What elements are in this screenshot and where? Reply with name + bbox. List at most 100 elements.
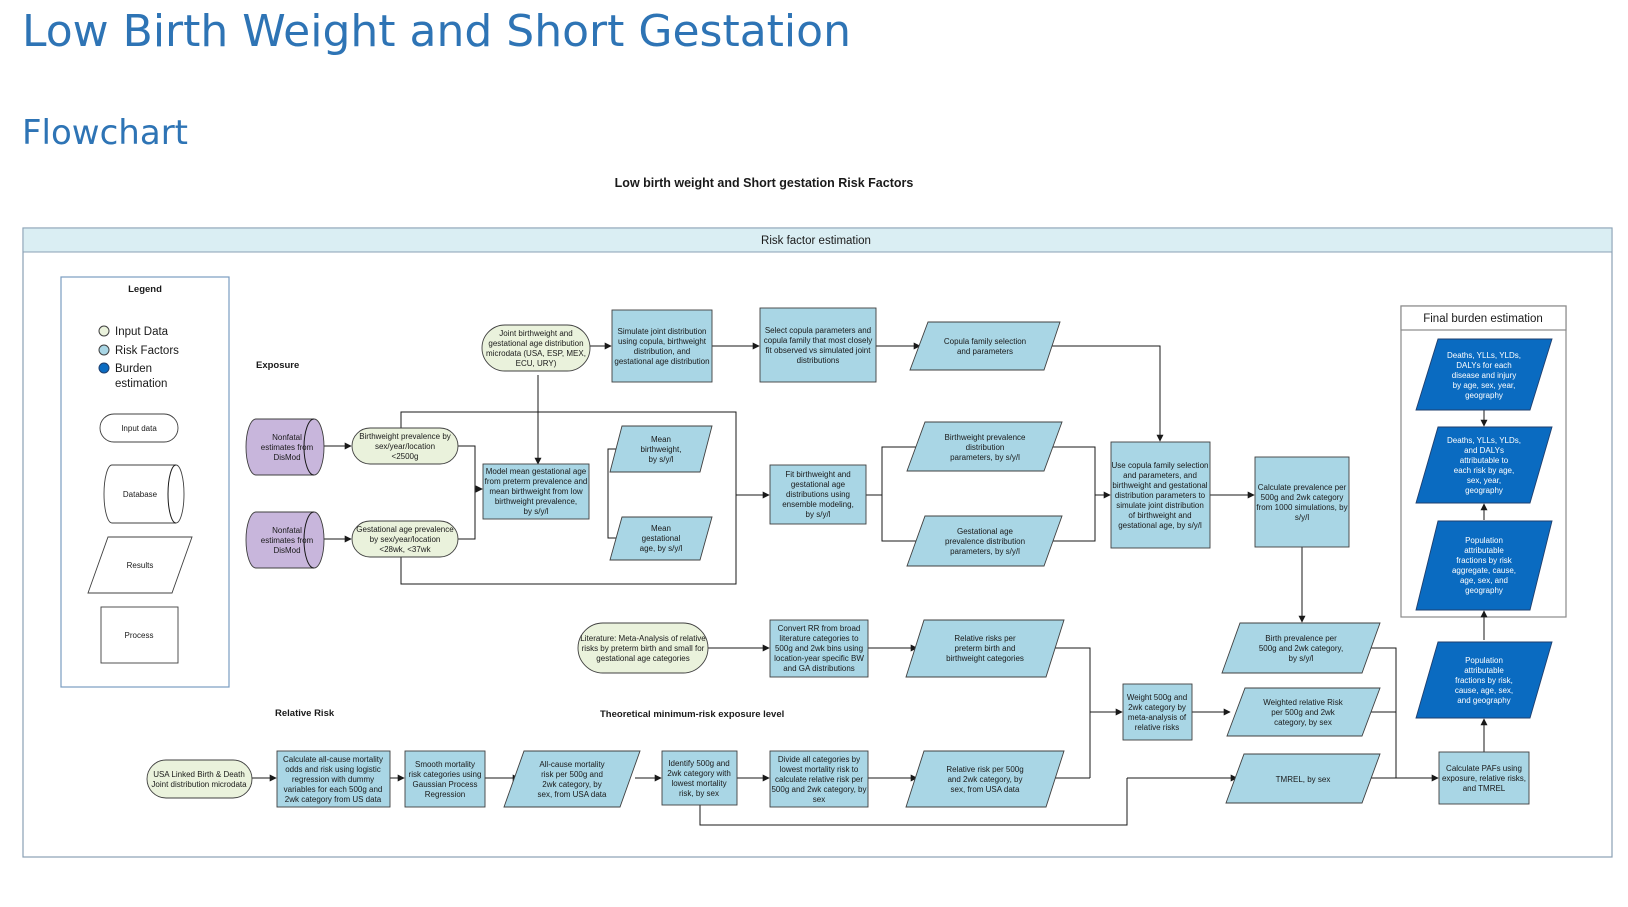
node-label-line: Nonfatal: [272, 526, 302, 535]
node-label-line: copula family that most closely: [764, 336, 873, 345]
node-label-line: parameters, by s/y/l: [950, 453, 1020, 462]
node-label-line: calculate relative risk per: [775, 775, 863, 784]
node-label-line: ensemble modeling,: [782, 500, 854, 509]
node-label-line: 2wk category, by: [542, 780, 601, 789]
legend-shape-input-label: Input data: [121, 424, 157, 433]
node-label-line: risk, by sex: [679, 789, 719, 798]
legend-burden-label-1: Burden: [115, 363, 152, 375]
node-label-line: and parameters, and: [1123, 471, 1197, 480]
node-label-line: Identify 500g and: [668, 759, 729, 768]
node-label-line: Simulate joint distribution: [618, 327, 707, 336]
node-label-line: by s/y/l: [524, 507, 549, 516]
node-label-line: gestational age: [791, 480, 846, 489]
node-label-line: Mean: [651, 524, 671, 533]
node-label-line: Joint distribution microdata: [151, 780, 247, 789]
node-label-line: attributable: [1464, 666, 1504, 675]
node-label-line: Calculate prevalence per: [1258, 483, 1347, 492]
node-label-line: Birth prevalence per: [1265, 634, 1337, 643]
node-label-line: 500g and 2wk category,: [1259, 644, 1343, 653]
node-label-line: Weighted relative Risk: [1263, 698, 1343, 707]
node-label-line: Population: [1465, 656, 1503, 665]
node-label-line: 500g and 2wk bins using: [775, 644, 863, 653]
node-label-line: Deaths, YLLs, YLDs,: [1447, 351, 1521, 360]
legend-input-label: Input Data: [115, 326, 169, 338]
node-label-line: 500g and 2wk category: [1261, 493, 1344, 502]
legend-shape-database-label: Database: [123, 490, 158, 499]
node-label-line: attributable to: [1460, 456, 1509, 465]
node-label-line: attributable: [1464, 546, 1504, 555]
node-label-line: gestational age distribution: [488, 339, 583, 348]
band-header: [22, 227, 1613, 253]
legend: Legend Input Data Risk Factors Burden es…: [60, 276, 230, 688]
legend-shape-results-label: Results: [127, 561, 154, 570]
node-label-line: distribution: [966, 443, 1005, 452]
node-label-line: estimates from: [261, 536, 314, 545]
node-label-line: simulate joint distribution: [1116, 501, 1204, 510]
node-label-line: by s/y/l: [649, 455, 674, 464]
final-burden-title: Final burden estimation: [1423, 313, 1543, 325]
node-label-line: Convert RR from broad: [778, 624, 861, 633]
node-label-line: gestational: [642, 534, 681, 543]
node-label-line: microdata (USA, ESP, MEX,: [486, 349, 586, 358]
node-label-line: Deaths, YLLs, YLDs,: [1447, 436, 1521, 445]
node-label-line: ECU, URY): [516, 359, 557, 368]
node-label-line: estimates from: [261, 443, 314, 452]
svg-text:TMREL, by sex: TMREL, by sex: [1276, 775, 1331, 784]
node-label-line: Relative risks per: [954, 634, 1016, 643]
section-exposure: Exposure: [256, 360, 299, 371]
node-label-line: All-cause mortality: [539, 760, 604, 769]
node-label-line: Birthweight prevalence by: [359, 432, 451, 441]
node-label-line: age, sex, and: [1460, 576, 1508, 585]
node-label-line: from preterm prevalence and: [485, 477, 588, 486]
node-label-line: Model mean gestational age: [486, 467, 587, 476]
node-label-line: s/y/l: [1295, 513, 1309, 522]
node-label-line: parameters, by s/y/l: [950, 547, 1020, 556]
node-label-line: mean birthweight from low: [489, 487, 583, 496]
node-label-line: prevalence distribution: [945, 537, 1025, 546]
node-label-line: Mean: [651, 435, 671, 444]
node-label-line: cause, age, sex,: [1455, 686, 1513, 695]
legend-input-marker: [98, 325, 110, 337]
node-label-line: gestational age, by s/y/l: [1118, 521, 1202, 530]
node-label-line: distributions: [797, 356, 840, 365]
node-label-line: sex, from USA data: [538, 790, 607, 799]
node-label-line: Gaussian Process: [413, 780, 478, 789]
diagram-title: Low birth weight and Short gestation Ris…: [615, 176, 914, 190]
node-label-line: sex, year,: [1467, 476, 1501, 485]
node-label-line: USA Linked Birth & Death: [153, 770, 245, 779]
node-label-line: <2500g: [392, 452, 419, 461]
node-label-line: fractions by risk,: [1455, 676, 1513, 685]
node-label-line: geography: [1465, 586, 1503, 595]
node-label-line: and geography: [1457, 696, 1510, 705]
section-tmrel: Theoretical minimum-risk exposure level: [600, 709, 784, 720]
node-label-line: Birthweight prevalence: [945, 433, 1026, 442]
node-label-line: and 2wk category, by: [947, 775, 1022, 784]
node-label-line: lowest mortality: [671, 779, 726, 788]
node-label-line: Calculate PAFs using: [1446, 764, 1522, 773]
node-label-line: Nonfatal: [272, 433, 302, 442]
